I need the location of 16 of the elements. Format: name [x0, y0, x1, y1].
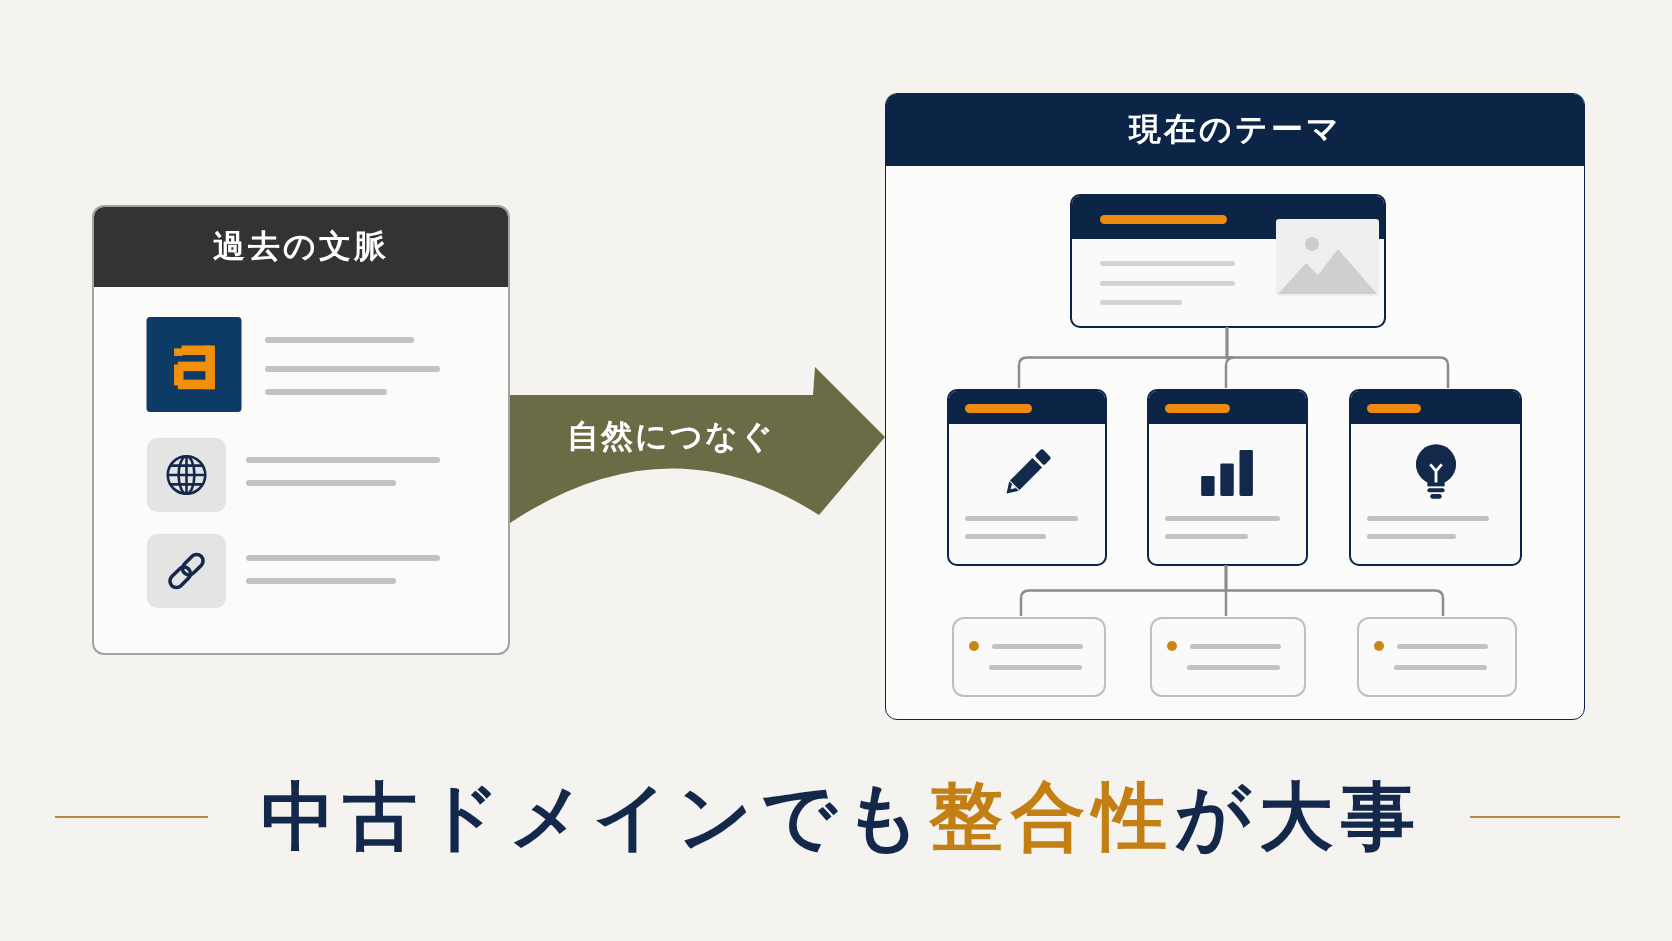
sub-card — [1357, 617, 1517, 697]
sub-card — [952, 617, 1106, 697]
block-arrow — [510, 367, 885, 523]
content-card — [1349, 389, 1522, 566]
panel-heading: 過去の文脈 — [94, 207, 508, 287]
sub-card — [1150, 617, 1306, 697]
panel — [92, 205, 510, 655]
edge-label: 自然につなぐ — [567, 419, 776, 455]
content-card — [1147, 389, 1308, 566]
header-card — [1070, 194, 1386, 328]
title: 中古ドメインでも整合性が大事 — [261, 774, 1423, 860]
panel-heading: 現在のテーマ — [886, 94, 1584, 166]
panel — [885, 93, 1585, 720]
connector-line — [1225, 327, 1450, 388]
content-card — [947, 389, 1107, 566]
connector-line — [1224, 565, 1445, 616]
